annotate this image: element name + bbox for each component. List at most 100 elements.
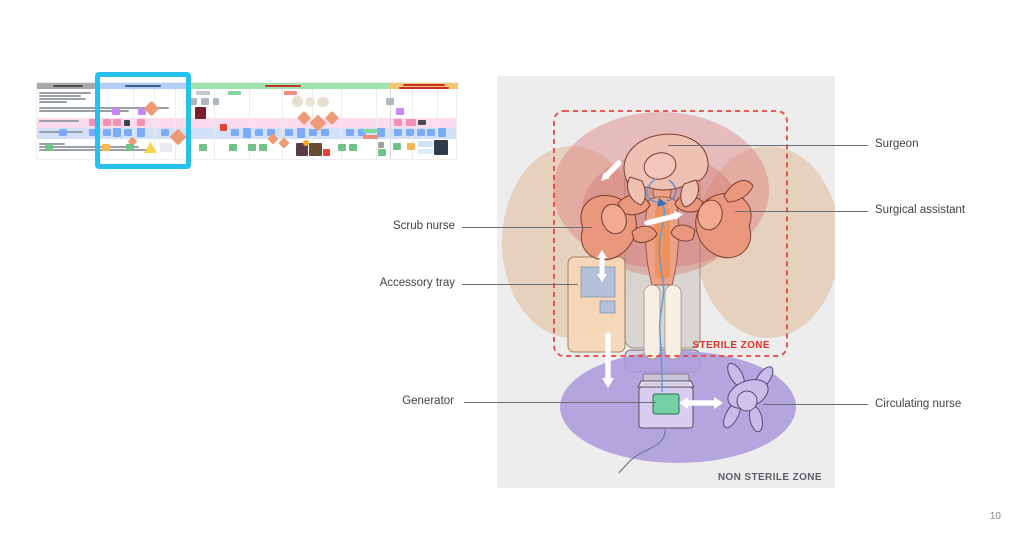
label-surgeon: Surgeon: [875, 138, 919, 150]
sticky-note: [377, 128, 385, 137]
sticky-note: [406, 129, 414, 136]
sticky-note: [228, 91, 241, 95]
sticky-note: [349, 144, 357, 151]
sticky-note: [297, 128, 305, 138]
sticky-note: [267, 129, 275, 136]
sterile-zone-label: STERILE ZONE: [692, 340, 770, 351]
sticky-note: [317, 97, 329, 107]
sticky-note: [124, 129, 132, 136]
map-phase-title: [265, 85, 301, 87]
sticky-note: [346, 129, 354, 136]
sticky-note: [378, 142, 384, 148]
diagram-illustration: STERILE ZONE NON STERILE ZONE: [502, 110, 840, 483]
map-swimlane: [37, 118, 456, 128]
map-phase-band: [390, 83, 458, 89]
sticky-note: [59, 129, 67, 136]
map-gridline: [214, 89, 215, 159]
sticky-note: [418, 120, 426, 125]
sticky-note: [378, 149, 386, 156]
map-gridline: [133, 89, 134, 159]
accessory-tray-leader-line: [462, 284, 578, 285]
label-scrub-nurse: Scrub nurse: [392, 220, 455, 232]
sticky-note: [393, 143, 401, 150]
sticky-note: [386, 98, 394, 105]
sticky-note: [305, 97, 315, 107]
sticky-note: [406, 119, 416, 126]
map-gridline: [249, 89, 250, 159]
map-gridline: [376, 89, 377, 159]
sticky-note: [278, 137, 290, 149]
sticky-note: [284, 91, 297, 95]
operating-room-diagram: STERILE ZONE NON STERILE ZONE: [497, 76, 840, 488]
sticky-note: [292, 96, 303, 107]
non-sterile-zone-label: NON STERILE ZONE: [718, 472, 822, 483]
sticky-note: [89, 119, 97, 126]
map-phase-title: [125, 85, 161, 87]
map-text-line: [39, 120, 79, 122]
sticky-note: [124, 120, 130, 126]
sticky-note: [418, 141, 433, 147]
map-gridline: [341, 89, 342, 159]
circulating-nurse-leader-line: [763, 404, 868, 405]
sticky-note: [189, 98, 197, 105]
sticky-note: [89, 129, 97, 136]
circulating-nurse-figure: [723, 362, 774, 433]
sticky-note: [231, 129, 239, 136]
generator-cart: [637, 380, 695, 429]
sticky-note: [407, 143, 415, 150]
map-text-line: [39, 146, 139, 148]
sticky-note: [321, 129, 329, 136]
surgeon-figure: [623, 133, 709, 208]
surgical-assistant-leader-line: [735, 211, 868, 212]
sticky-note: [161, 129, 169, 136]
map-phase-title: [399, 87, 449, 89]
map-text-line: [39, 98, 86, 100]
sticky-note: [229, 144, 237, 151]
sticky-note: [259, 144, 267, 151]
sticky-note: [201, 98, 209, 105]
sticky-note: [309, 143, 322, 156]
sticky-note: [418, 149, 433, 154]
surgical-assistant-figure: [670, 180, 754, 259]
sticky-note: [243, 128, 251, 138]
map-gridline: [390, 89, 391, 159]
sticky-note: [137, 128, 145, 137]
sticky-note: [296, 143, 308, 156]
map-gridline: [154, 89, 155, 159]
sticky-note: [196, 91, 210, 95]
surgeon-leader-line: [668, 145, 868, 146]
sticky-note: [394, 129, 402, 136]
sticky-note: [213, 98, 219, 105]
map-highlight-box: [95, 72, 191, 169]
map-gridline: [437, 89, 438, 159]
page-number: 10: [989, 511, 1001, 522]
sticky-note: [394, 119, 402, 126]
map-text-line: [39, 143, 65, 145]
label-generator: Generator: [402, 395, 454, 407]
map-text-line: [39, 107, 169, 109]
label-surgical-assistant: Surgical assistant: [875, 204, 966, 216]
sticky-note: [248, 144, 256, 151]
sticky-note: [126, 144, 134, 151]
sticky-note: [112, 108, 120, 115]
sticky-note: [338, 144, 346, 151]
map-text-line: [39, 92, 91, 94]
sticky-note: [285, 129, 293, 136]
sticky-note: [363, 135, 378, 139]
sterile-zone-boundary: [553, 110, 788, 357]
map-text-line: [39, 95, 81, 97]
sticky-note: [323, 149, 330, 156]
movement-arrows: [597, 160, 723, 409]
sticky-note: [113, 119, 121, 126]
sticky-note: [220, 124, 227, 131]
map-gridline: [282, 89, 283, 159]
sticky-note: [113, 128, 121, 137]
sticky-note: [434, 140, 448, 155]
sticky-note: [255, 129, 263, 136]
sticky-note: [102, 144, 110, 151]
sticky-note: [195, 107, 206, 119]
label-accessory-tray: Accessory tray: [379, 277, 455, 289]
journey-map-thumbnail: [36, 82, 458, 160]
map-text-line: [39, 101, 67, 103]
accessory-tray-shape: [567, 256, 626, 353]
